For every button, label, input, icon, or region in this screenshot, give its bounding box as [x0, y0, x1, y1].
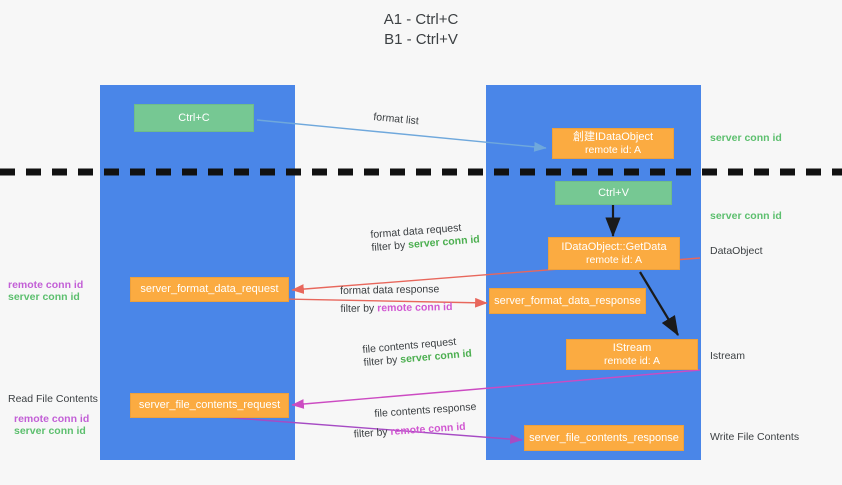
- side-label-left-read-file-contents: Read File Contents: [8, 393, 98, 405]
- node-create-dataobject-line1: 創建IDataObject: [572, 130, 654, 143]
- edge-label-file-contents-response-line1: file contents response: [374, 400, 477, 420]
- node-create-dataobject[interactable]: 創建IDataObject remote id: A: [552, 128, 674, 159]
- edge-label-format-data-response-filter: filter by remote conn id: [340, 301, 452, 316]
- node-server-format-data-request-label: server_format_data_request: [140, 283, 279, 295]
- filter-prefix: filter by: [353, 425, 391, 441]
- node-server-file-contents-request[interactable]: server_file_contents_request: [130, 393, 289, 418]
- side-label-right-dataobject: DataObject: [710, 245, 763, 257]
- filter-prefix: filter by: [363, 353, 401, 369]
- node-ctrl-c[interactable]: Ctrl+C: [134, 104, 254, 132]
- filter-key-remote-conn-id: remote conn id: [377, 301, 453, 315]
- edge-label-format-data-response-line1: format data response: [340, 283, 440, 297]
- node-ctrl-c-label: Ctrl+C: [178, 111, 210, 124]
- side-label-left-remote-conn-1: remote conn id: [8, 279, 84, 291]
- node-server-file-contents-request-label: server_file_contents_request: [138, 399, 281, 411]
- node-ctrl-v-label: Ctrl+V: [598, 186, 629, 199]
- edge-label-file-contents-response: file contents response filter by remote …: [353, 400, 478, 441]
- side-label-right-istream: Istream: [710, 350, 746, 362]
- side-label-left-server-conn-1: server conn id: [8, 291, 80, 303]
- node-server-file-contents-response[interactable]: server_file_contents_response: [524, 425, 684, 451]
- filter-prefix: filter by: [340, 302, 378, 315]
- filter-prefix: filter by: [371, 239, 409, 254]
- node-istream-line2: remote id: A: [603, 354, 661, 367]
- node-ctrl-v[interactable]: Ctrl+V: [555, 181, 672, 205]
- edge-label-file-contents-request: file contents request filter by server c…: [362, 335, 472, 370]
- side-label-left-remote-conn-2: remote conn id: [14, 413, 90, 425]
- edge-label-format-data-request: format data request filter by server con…: [370, 220, 480, 254]
- node-getdata[interactable]: IDataObject::GetData remote id: A: [548, 237, 680, 270]
- edge-label-format-list: format list: [372, 111, 420, 128]
- node-getdata-line1: IDataObject::GetData: [561, 240, 667, 253]
- edge-label-format-data-response: format data response filter by remote co…: [340, 283, 453, 316]
- node-create-dataobject-line2: remote id: A: [584, 143, 642, 156]
- node-istream[interactable]: IStream remote id: A: [566, 339, 698, 370]
- node-getdata-line2: remote id: A: [585, 253, 643, 266]
- node-istream-line1: IStream: [612, 341, 652, 354]
- node-server-format-data-request[interactable]: server_format_data_request: [130, 277, 289, 302]
- page-title: A1 - Ctrl+C B1 - Ctrl+V: [383, 11, 459, 48]
- node-server-format-data-response[interactable]: server_format_data_response: [489, 288, 646, 314]
- side-label-right-write-file-contents: Write File Contents: [710, 431, 800, 443]
- node-server-format-data-response-label: server_format_data_response: [494, 294, 641, 307]
- side-label-right-server-conn-1: server conn id: [710, 132, 782, 144]
- side-label-right-server-conn-2: server conn id: [710, 210, 782, 222]
- side-label-left-server-conn-2: server conn id: [14, 425, 86, 437]
- filter-key-remote-conn-id: remote conn id: [390, 420, 466, 438]
- edge-label-file-contents-response-filter: filter by remote conn id: [353, 420, 478, 442]
- node-server-file-contents-response-label: server_file_contents_response: [529, 431, 679, 444]
- edge-label-format-list-text: format list: [372, 111, 420, 128]
